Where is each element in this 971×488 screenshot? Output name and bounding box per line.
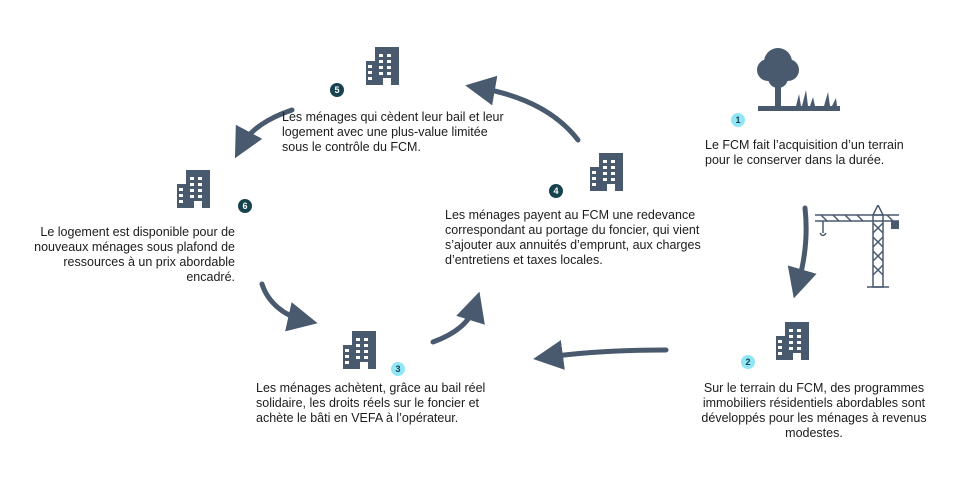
arrow-3-to-4: [430, 291, 485, 345]
step-6-badge: 6: [238, 199, 252, 213]
arrow-4-to-5: [465, 75, 581, 143]
step-3-text: Les ménages achètent, grâce au bail réel…: [256, 381, 486, 425]
building-icon: [366, 47, 399, 85]
arrow-5-to-6: [234, 107, 295, 159]
step-4-badge: 4: [549, 184, 563, 198]
step-1-text: Le FCM fait l’acquisition d’un terrain p…: [705, 138, 904, 167]
step-5-badge: 5: [330, 83, 344, 97]
step-2-text: Sur le terrain du FCM, des programmes im…: [701, 381, 927, 440]
step-3-badge: 3: [391, 362, 405, 376]
step-4-text: Les ménages payent au FCM une redevance …: [445, 208, 701, 267]
building-icon: [343, 331, 376, 369]
crane-icon: [815, 205, 899, 288]
arrow-6-to-3: [259, 281, 318, 332]
step-5-text: Les ménages qui cèdent leur bail et leur…: [282, 110, 504, 154]
tree-icon: [757, 48, 840, 111]
building-icon: [590, 153, 623, 191]
step-1-badge: 1: [731, 113, 745, 127]
building-icon: [177, 170, 210, 208]
arrow-2-to-3: [533, 340, 669, 370]
building-icon: [776, 322, 809, 360]
step-2-badge: 2: [741, 355, 755, 369]
step-6-text: Le logement est disponible pour de nouve…: [34, 225, 235, 284]
arrow-1-to-2: [787, 205, 817, 299]
